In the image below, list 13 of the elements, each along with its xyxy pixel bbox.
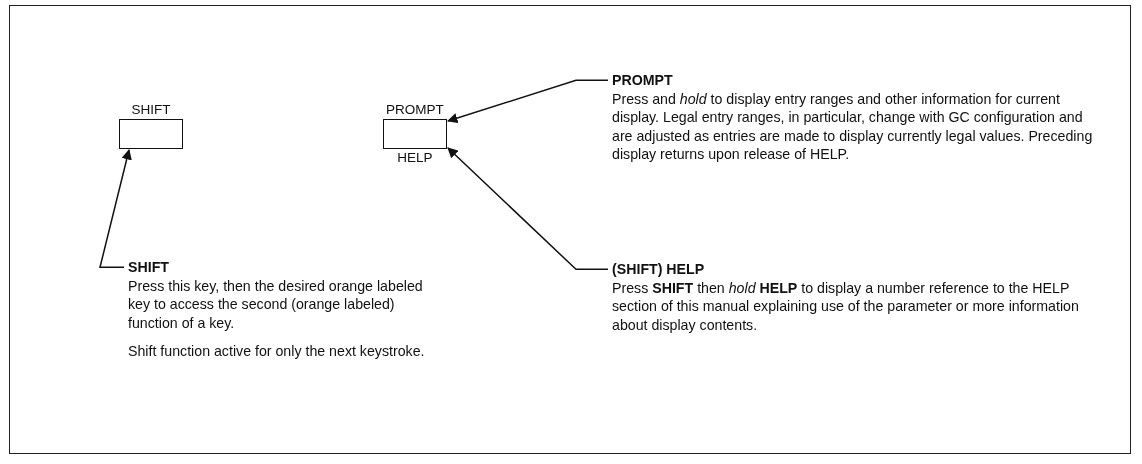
key-label: PROMPT xyxy=(386,102,444,118)
leader-line xyxy=(447,147,609,271)
callout-heading: PROMPT xyxy=(612,71,673,90)
key-label: HELP xyxy=(397,150,433,166)
callout-text: Shift function active for only the next keystroke. xyxy=(128,342,426,361)
leader-line xyxy=(99,149,132,269)
callout-heading: (SHIFT) HELP xyxy=(612,260,705,279)
key-label: SHIFT xyxy=(131,102,171,118)
callout-text: Press and hold to display entry ranges and other information for current display. Legal entry ranges, in particular, change with GC configuration and are adjusted as entries are made to display currently legal values. Preceding display returns upon release of HELP. xyxy=(612,89,1094,164)
leader-line xyxy=(447,79,609,124)
callout-text: Press SHIFT then hold HELP to display a number reference to the HELP section of this manual explaining use of the parameter or more information about display contents. xyxy=(612,278,1080,334)
callout-heading: SHIFT xyxy=(128,258,169,277)
callout-text: Press this key, then the desired orange labeled key to access the second (orange labeled) function of a key. xyxy=(128,276,424,332)
